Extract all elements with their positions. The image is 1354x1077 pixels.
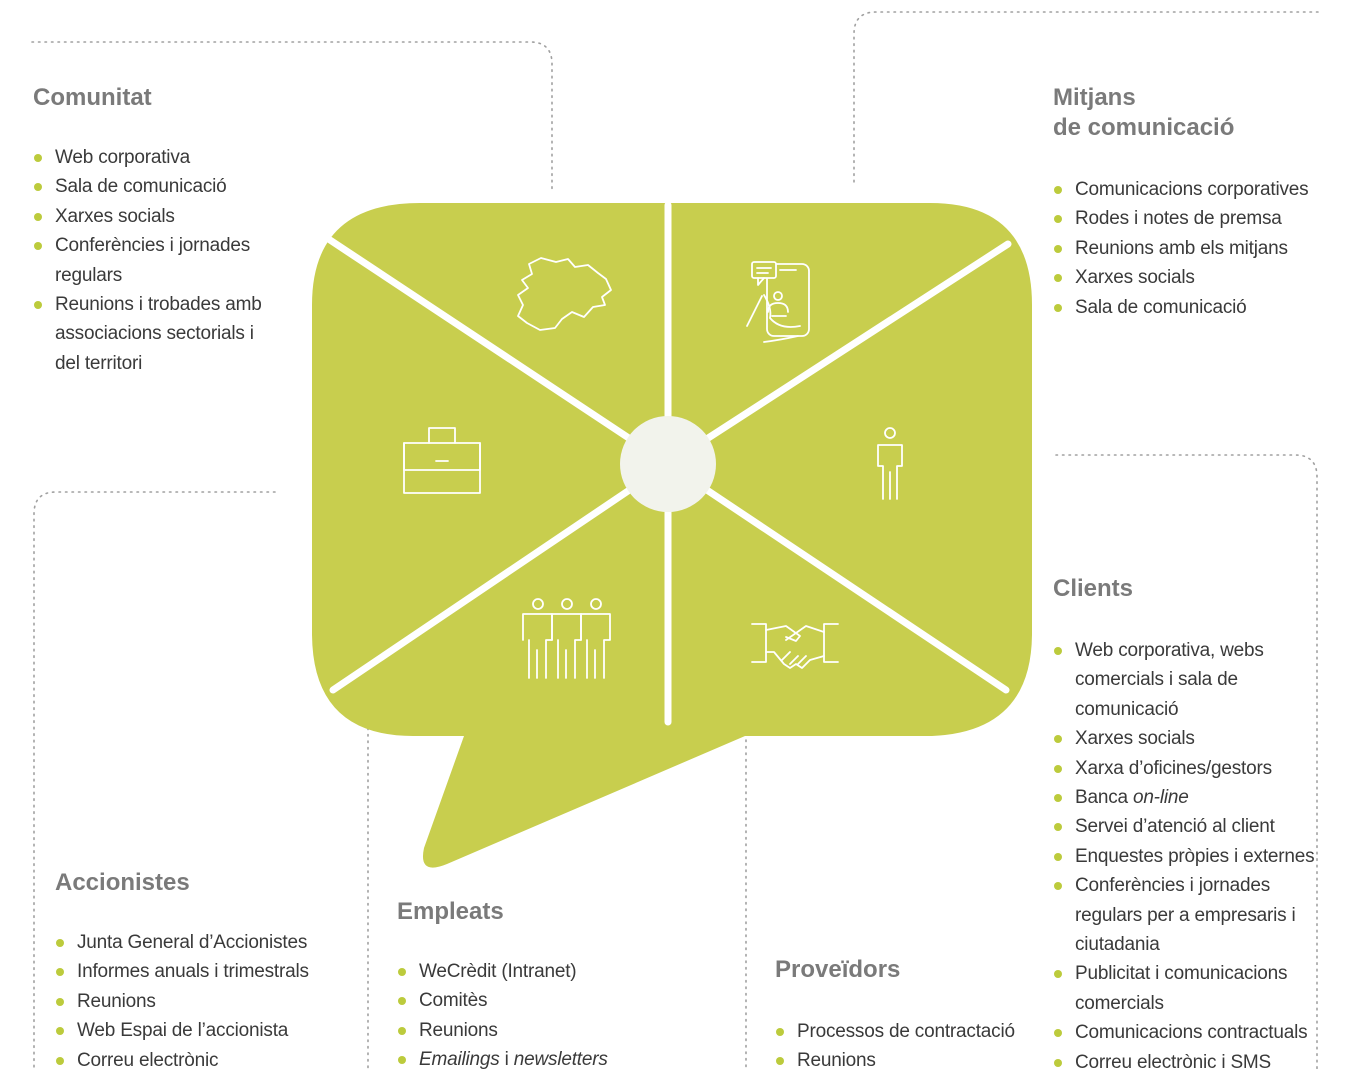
- list-item: Xarxes socials: [33, 202, 313, 231]
- andorra-map-icon: [517, 257, 612, 331]
- list-item: Reunions: [55, 987, 355, 1016]
- list-item: Xarxa d’oficines/gestors: [1053, 754, 1343, 783]
- list-item: Reunions: [775, 1046, 1075, 1075]
- list-item: Xarxes socials: [1053, 724, 1343, 753]
- list-item: Reunions: [397, 1016, 697, 1045]
- list-item: Processos de contractació: [775, 1017, 1075, 1046]
- list-item: Rodes i notes de premsa: [1053, 204, 1343, 233]
- list-item: Junta General d’Accionistes: [55, 928, 355, 957]
- comunitat-title: Comunitat: [33, 84, 152, 111]
- list-item: Reunions amb els mitjans: [1053, 234, 1343, 263]
- accionistes-block: Accionistes Junta General d’Accionistes …: [55, 868, 355, 1075]
- person-icon: [877, 427, 903, 500]
- list-item: Web corporativa: [33, 143, 313, 172]
- list-item: Enquestes pròpies i externes: [1053, 842, 1343, 871]
- briefcase-icon: [403, 427, 481, 494]
- comunitat-list: Web corporativa Sala de comunicació Xarx…: [33, 143, 313, 378]
- accionistes-list: Junta General d’Accionistes Informes anu…: [55, 928, 355, 1075]
- group-people-icon: [522, 598, 611, 679]
- list-item: Correu electrònic: [55, 1046, 355, 1075]
- empleats-list: WeCrèdit (Intranet) Comitès Reunions Ema…: [397, 957, 697, 1075]
- speech-bubble: [312, 201, 1032, 868]
- list-item: WeCrèdit (Intranet): [397, 957, 697, 986]
- accionistes-title: Accionistes: [55, 869, 190, 896]
- mitjans-connector: [853, 11, 1319, 186]
- list-item: Servei d’atenció al client: [1053, 812, 1343, 841]
- dotted-connectors: [31, 11, 1319, 1069]
- bubble-dividers: [326, 201, 1012, 726]
- bubble-shape: [312, 203, 1032, 868]
- comunitat-connector: [31, 41, 553, 191]
- list-item: Comunicacions contractuals: [1053, 1018, 1343, 1047]
- proveidors-block: Proveïdors Processos de contractació Reu…: [775, 955, 1075, 1076]
- list-item: Comunicacions corporatives: [1053, 175, 1343, 204]
- clients-connector: [1055, 454, 1318, 1069]
- handshake-icon: [751, 623, 839, 669]
- list-item: Banca on-line: [1053, 783, 1343, 812]
- list-item: Comitès: [397, 986, 697, 1015]
- accionistes-connector: [33, 491, 276, 1069]
- proveidors-title: Proveïdors: [775, 956, 901, 983]
- center-hub: [620, 416, 716, 512]
- list-item: Correu electrònic i SMS: [1053, 1048, 1343, 1077]
- list-item: Web Espai de l’accionista: [55, 1016, 355, 1045]
- smartphone-news-icon: [746, 261, 810, 343]
- list-item: Informes anuals i trimestrals: [55, 957, 355, 986]
- empleats-block: Empleats WeCrèdit (Intranet) Comitès Reu…: [397, 897, 697, 1075]
- empleats-title: Empleats: [397, 898, 504, 925]
- list-item: Sala de comunicació: [33, 172, 313, 201]
- list-item: Sala de comunicació: [1053, 293, 1343, 322]
- clients-title: Clients: [1053, 575, 1134, 602]
- list-item: Xarxes socials: [1053, 263, 1343, 292]
- mitjans-list: Comunicacions corporatives Rodes i notes…: [1053, 175, 1343, 322]
- comunitat-block: Comunitat Web corporativa Sala de comuni…: [33, 83, 313, 378]
- list-item: Emailings i newsletters: [397, 1045, 697, 1074]
- proveidors-list: Processos de contractació Reunions: [775, 1017, 1075, 1076]
